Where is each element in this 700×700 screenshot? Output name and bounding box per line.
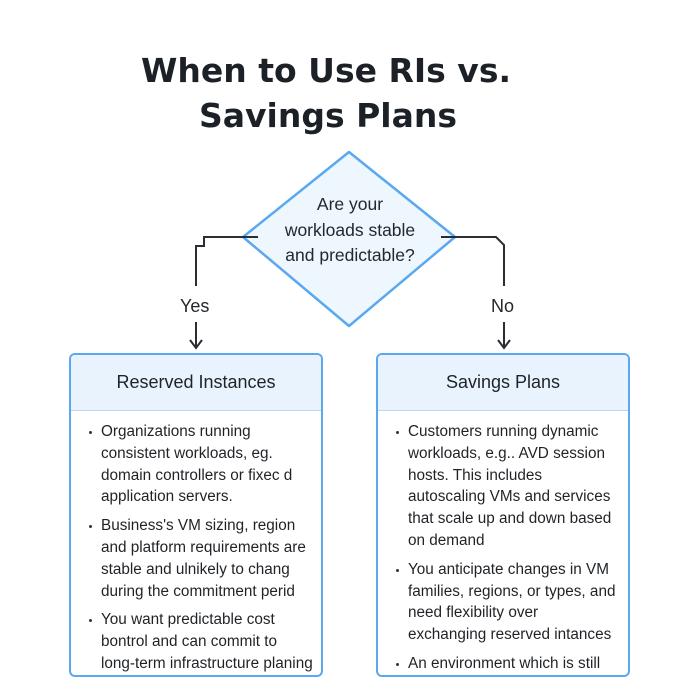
yes-label: Yes [180,296,210,316]
list-item: You anticipate changes in VM families, r… [396,559,620,646]
no-label: No [491,296,515,316]
diagram-title-line-1: When to Use RIs vs. [140,51,511,90]
decision-diamond [241,150,457,328]
reserved-instances-card: Reserved Instances Organizations running… [69,353,323,677]
reserved-instances-list: Organizations running consistent workloa… [71,411,321,675]
savings-plans-card: Savings Plans Customers running dynamic … [376,353,630,677]
list-item: Organizations running consistent workloa… [89,421,313,508]
list-item: Business's VM sizing, region and platfor… [89,515,313,602]
diagram-title-line-2: Savings Plans [198,96,457,135]
savings-plans-heading: Savings Plans [378,355,628,411]
decision-line-2: workloads stable [284,219,416,240]
list-item: An environment which is still evolving, … [396,653,620,675]
decision-line-3: and predictable? [285,245,415,265]
decision-line-1: Are your [316,194,384,214]
savings-plans-list: Customers running dynamic workloads, e.g… [378,411,628,675]
reserved-instances-heading: Reserved Instances [71,355,321,411]
yes-connector-line [195,236,258,286]
list-item: Customers running dynamic workloads, e.g… [396,421,620,552]
no-connector-line [441,236,505,286]
list-item: You want predictable cost bontrol and ca… [89,609,313,674]
decision-question: Are your workloads stable and predictabl… [250,192,450,269]
no-arrowhead [497,339,511,350]
yes-arrowhead [189,339,203,350]
